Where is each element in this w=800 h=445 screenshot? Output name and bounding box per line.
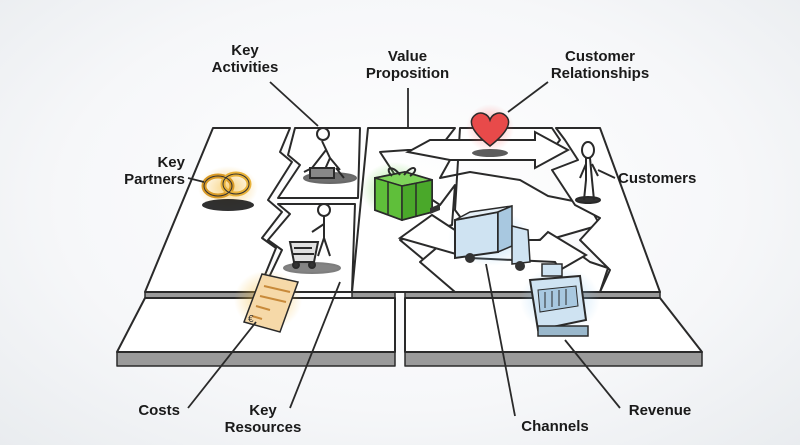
leader-channels (485, 263, 516, 417)
label-key-partners: Key Partners (124, 154, 185, 188)
heart-icon (466, 104, 514, 157)
interlocked-rings-icon (198, 166, 258, 211)
label-channels: Channels (521, 418, 589, 435)
gift-box-icon (361, 162, 440, 222)
receipt-icon: € (234, 270, 302, 333)
label-value-proposition: Value Proposition (365, 48, 450, 82)
label-key-resources: Key Resources (224, 402, 302, 436)
label-key-activities: Key Activities (211, 42, 279, 76)
label-revenue: Revenue (628, 402, 692, 419)
leader-costs (187, 321, 257, 409)
leader-key-partners (187, 177, 205, 183)
leader-customer-relationships (507, 81, 549, 113)
leader-key-resources (289, 281, 341, 409)
label-customer-relationships: Customer Relationships (550, 48, 650, 82)
person-figure-icon (575, 141, 601, 204)
leader-revenue (564, 339, 621, 409)
delivery-truck-icon (448, 204, 532, 271)
leader-customers (597, 169, 616, 179)
leader-lines (187, 81, 621, 417)
label-customers: Customers (618, 170, 697, 187)
svg-text:€: € (248, 314, 254, 325)
panel-customers (551, 127, 661, 293)
worker-figure-icon (303, 127, 357, 184)
cash-register-icon (520, 263, 600, 337)
leader-key-activities (269, 81, 319, 127)
figure-with-cart-icon (283, 203, 341, 274)
label-costs: Costs (138, 402, 180, 419)
